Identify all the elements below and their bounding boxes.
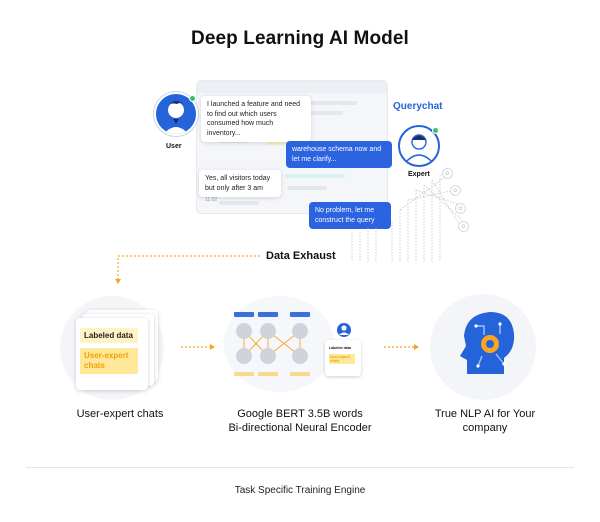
data-exhaust-label: Data Exhaust: [266, 250, 336, 262]
chat-message-user-2: Yes, all visitors today but only after 3…: [199, 170, 281, 197]
mini-avatar-icon: ☺: [450, 185, 461, 196]
mini-labeled-card: Labeled data User-expert chats: [325, 340, 361, 376]
chat-message-expert-2: No problem, let me construct the query: [309, 202, 391, 229]
mini-labeled-text: Labeled data: [329, 346, 351, 350]
diagram-title: Deep Learning AI Model: [191, 28, 409, 49]
mini-avatar-icon: ☺: [458, 221, 469, 232]
chat-message-user-1: I launched a feature and need to find ou…: [201, 96, 311, 142]
stage2-caption-line1: Google BERT 3.5B words: [237, 408, 363, 420]
stage2-caption: Google BERT 3.5B words Bi-directional Ne…: [200, 407, 400, 435]
chat-message-expert-1: warehouse schema now and let me clarify.…: [286, 141, 392, 168]
footer-label: Task Specific Training Engine: [234, 485, 366, 496]
user-expert-chats-tag: User-expert chats: [80, 348, 138, 374]
expert-avatar: [398, 125, 440, 167]
stage3-caption-line1: True NLP AI for Your: [434, 408, 536, 420]
querychat-brand: Querychat: [393, 101, 443, 112]
footer-divider: [26, 467, 574, 468]
stage1-caption: User-expert chats: [76, 408, 164, 420]
expert-online-dot: [432, 127, 439, 134]
expert-label: Expert: [408, 171, 430, 178]
labeled-data-tag: Labeled data: [80, 328, 138, 343]
mini-ue-text: User-expert chats: [329, 354, 355, 364]
stage3-caption-line2: company: [462, 422, 508, 434]
stage3-caption: True NLP AI for Your company: [405, 407, 565, 435]
mini-avatar-icon: ☺: [442, 168, 453, 179]
stage2-caption-line2: Bi-directional Neural Encoder: [228, 422, 372, 434]
user-label: User: [166, 143, 182, 150]
user-online-dot: [189, 95, 196, 102]
mini-avatar-icon: ☺: [455, 203, 466, 214]
